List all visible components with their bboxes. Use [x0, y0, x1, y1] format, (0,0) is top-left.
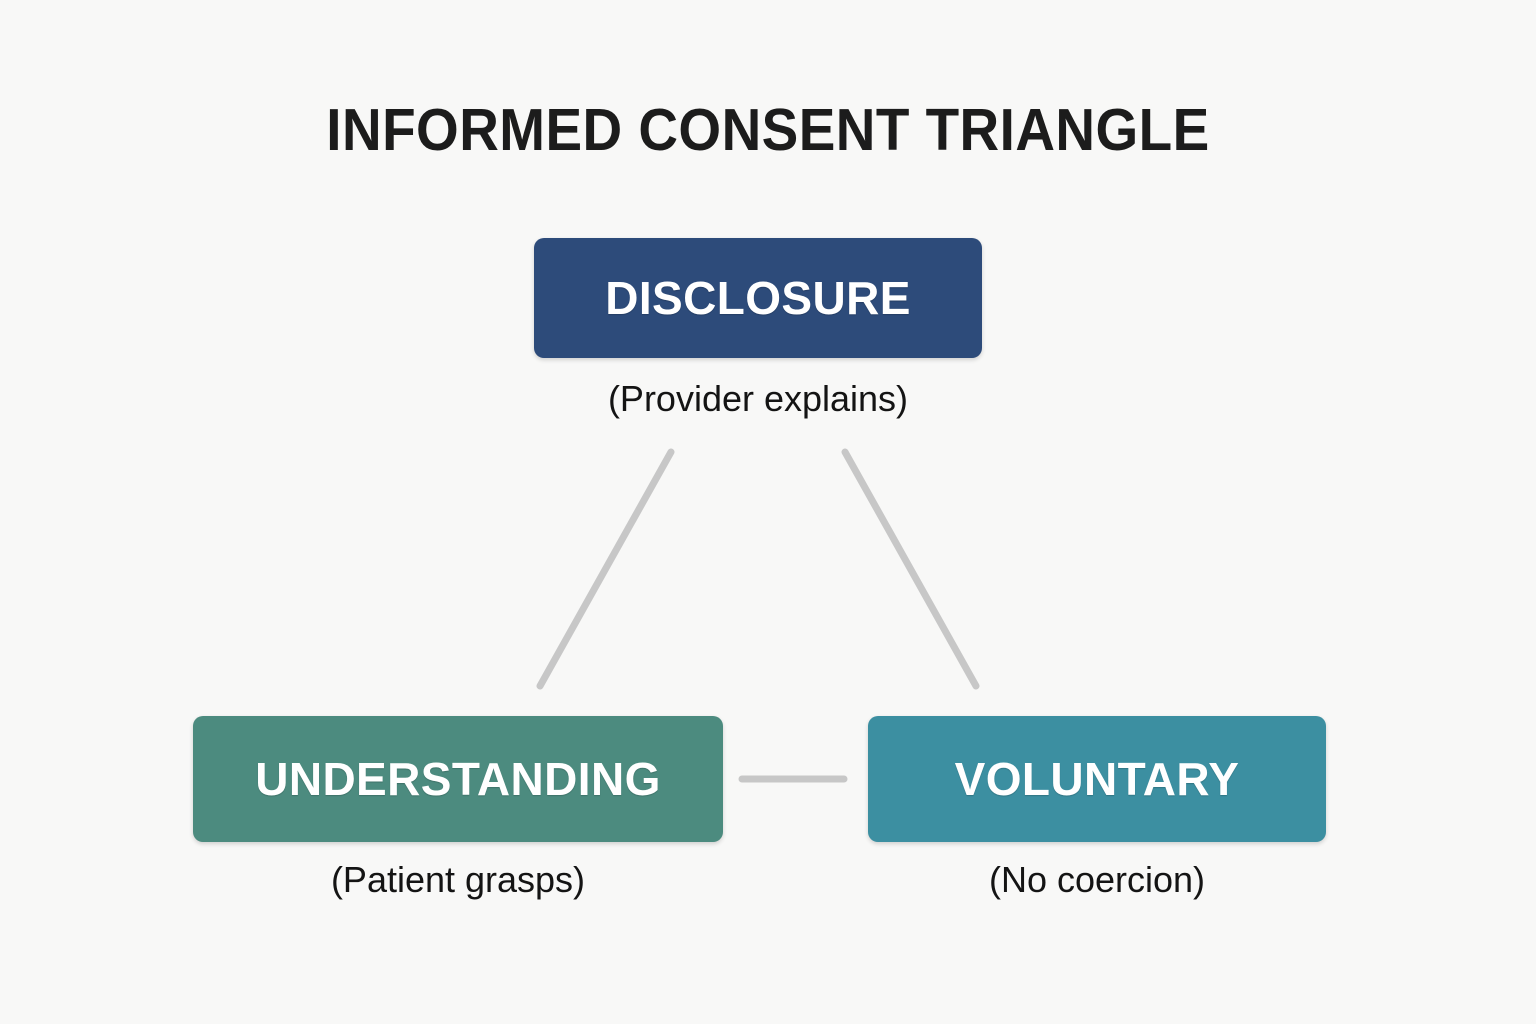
node-understanding-caption: (Patient grasps): [330, 859, 586, 900]
page-title: INFORMED CONSENT TRIANGLE: [326, 97, 1210, 163]
connector-disclosure-voluntary: [841, 448, 980, 690]
node-voluntary-caption: (No coercion): [988, 859, 1206, 900]
node-voluntary[interactable]: VOLUNTARY: [868, 716, 1326, 842]
node-disclosure-caption: (Provider explains): [607, 378, 909, 419]
node-disclosure-label: DISCLOSURE: [605, 272, 911, 324]
connector-disclosure-understanding: [536, 448, 675, 690]
node-understanding[interactable]: UNDERSTANDING: [193, 716, 723, 842]
node-disclosure[interactable]: DISCLOSURE: [534, 238, 982, 358]
node-voluntary-label: VOLUNTARY: [954, 753, 1240, 805]
node-understanding-label: UNDERSTANDING: [255, 753, 661, 805]
